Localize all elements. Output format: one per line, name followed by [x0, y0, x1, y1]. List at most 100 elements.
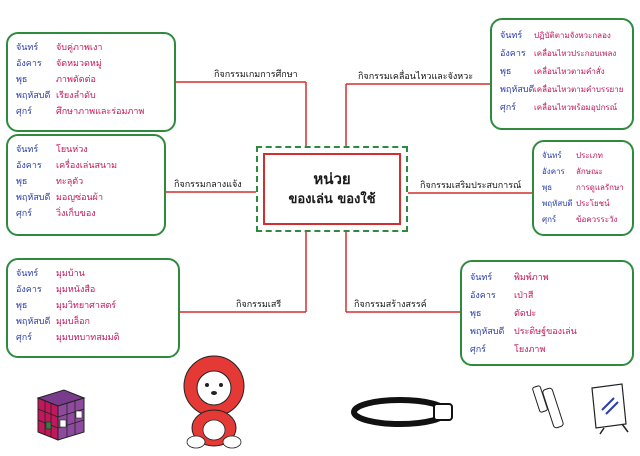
- activity-text: ลักษณะ: [576, 167, 603, 176]
- activity-text: เครื่องเล่นสนาม: [56, 161, 118, 171]
- activity-text: มุมหนังสือ: [56, 285, 96, 295]
- day-label: พฤหัสบดี: [542, 199, 573, 208]
- comb-and-mirror-icon: [532, 383, 629, 435]
- branch-label-educational-games: กิจกรรมเกมการศึกษา: [214, 70, 298, 80]
- activity-text: ทะลุตัว: [56, 177, 84, 187]
- day-label: พุธ: [542, 183, 553, 192]
- box-experience: จันทร์ ประเภท อังคาร ลักษณะ พุธการดูแลรักษ…: [532, 140, 634, 236]
- day-label: พุธ: [16, 177, 28, 187]
- day-label: จันทร์: [16, 145, 39, 155]
- activity-text: ตัดปะ: [514, 309, 537, 319]
- day-label: ศุกร์: [542, 215, 557, 224]
- central-title: หน่วย: [313, 170, 351, 188]
- activity-text: ศึกษาภาพและร่อมภาพ: [56, 107, 145, 117]
- activity-text: โยนห่วง: [56, 145, 88, 155]
- schedule-row: พฤหัสบดีเคลื่อนไหวตามคำบรรยาย: [500, 82, 628, 100]
- schedule-row: จันทร์ พิมพ์ภาพ: [470, 270, 628, 288]
- schedule-row: อังคาร มุมหนังสือ: [16, 282, 174, 298]
- day-label: จันทร์: [500, 31, 523, 41]
- activity-text: มุมบล็อก: [56, 317, 90, 327]
- schedule-row: ศุกร์มุมบทบาทสมมติ: [16, 330, 174, 346]
- day-label: พุธ: [500, 67, 512, 77]
- schedule-row: ศุกร์ข้อควรระวัง: [542, 212, 628, 228]
- day-label: จันทร์: [470, 273, 493, 283]
- schedule-row: ศุกร์ เคลื่อนไหวพร้อมอุปกรณ์: [500, 100, 628, 118]
- activity-text: เรียงลำดับ: [56, 91, 96, 101]
- schedule-row: พุธ ภาพตัดต่อ: [16, 72, 170, 88]
- schedule-row: พุธเคลื่อนไหวตามคำสั่ง: [500, 64, 628, 82]
- activity-text: ประเภท: [576, 151, 603, 160]
- day-label: พฤหัสบดี: [16, 193, 51, 203]
- day-label: ศุกร์: [500, 103, 516, 113]
- schedule-row: พฤหัสบดี มอญซ่อนผ้า: [16, 190, 160, 206]
- activity-text: จัดหมวดหมู่: [56, 59, 102, 69]
- schedule-row: จันทร์ ประเภท: [542, 148, 628, 164]
- activity-text: ปฏิบัติตามจังหวะกลอง: [534, 31, 611, 40]
- day-label: พุธ: [16, 75, 28, 85]
- day-label: ศุกร์: [470, 345, 486, 355]
- schedule-row: จันทร์ โยนห่วง: [16, 142, 160, 158]
- activity-text: ภาพตัดต่อ: [56, 75, 96, 85]
- box-free-play: จันทร์มุมบ้าน อังคารมุมหนังสือ พุธมุมวิท…: [6, 258, 180, 358]
- schedule-row: พฤหัสบดี ประดิษฐ์ของเล่น: [470, 324, 628, 342]
- branch-label-free-play: กิจกรรมเสรี: [236, 300, 282, 310]
- schedule-row: ศุกร์ โยงภาพ: [470, 342, 628, 360]
- box-creative: จันทร์ พิมพ์ภาพ อังคาร เป่าสี พุธ ตัดปะ พฤห…: [460, 260, 634, 366]
- day-label: ศุกร์: [16, 107, 32, 117]
- day-label: ศุกร์: [16, 209, 32, 219]
- schedule-row: พุธ ตัดปะ: [470, 306, 628, 324]
- branch-label-creative: กิจกรรมสร้างสรรค์: [354, 300, 427, 310]
- schedule-row: อังคาร เครื่องเล่นสนาม: [16, 158, 160, 174]
- activity-text: โยงภาพ: [514, 345, 546, 355]
- schedule-row: พฤหัสบดี มุมบล็อก: [16, 314, 174, 330]
- schedule-row: ศุกร์ ศึกษาภาพและร่อมภาพ: [16, 104, 170, 120]
- schedule-row: พุธการดูแลรักษา: [542, 180, 628, 196]
- schedule-row: อังคาร เป่าสี: [470, 288, 628, 306]
- activity-text: ประดิษฐ์ของเล่น: [514, 327, 577, 337]
- activity-text: เคลื่อนไหวพร้อมอุปกรณ์: [534, 103, 618, 112]
- day-label: อังคาร: [500, 49, 526, 59]
- central-subtitle: ของเล่น ของใช้: [288, 192, 376, 207]
- branch-label-experience: กิจกรรมเสริมประสบการณ์: [420, 181, 522, 191]
- day-label: อังคาร: [16, 285, 42, 295]
- activity-text: เคลื่อนไหวประกอบเพลง: [534, 49, 617, 58]
- day-label: พุธ: [16, 301, 28, 311]
- schedule-row: อังคาร ลักษณะ: [542, 164, 628, 180]
- schedule-row: อังคาร เคลื่อนไหวประกอบเพลง: [500, 46, 628, 64]
- schedule-row: ศุกร์ วิ่งเก็บของ: [16, 206, 160, 222]
- branch-label-movement-rhythm: กิจกรรมเคลื่อนไหวและจังหวะ: [358, 72, 474, 82]
- schedule-row: อังคาร จัดหมวดหมู่: [16, 56, 170, 72]
- activity-text: พิมพ์ภาพ: [514, 273, 549, 283]
- day-label: อังคาร: [16, 161, 42, 171]
- day-label: พฤหัสบดี: [16, 317, 51, 327]
- day-label: อังคาร: [542, 167, 565, 176]
- central-topic: หน่วย ของเล่น ของใช้: [256, 146, 408, 232]
- schedule-row: จันทร์ ปฏิบัติตามจังหวะกลอง: [500, 28, 628, 46]
- day-label: ศุกร์: [16, 333, 32, 343]
- day-label: จันทร์: [542, 151, 562, 160]
- day-label: พุธ: [470, 309, 482, 319]
- day-label: พฤหัสบดี: [16, 91, 51, 101]
- schedule-row: พฤหัสบดี เรียงลำดับ: [16, 88, 170, 104]
- day-label: อังคาร: [470, 291, 496, 301]
- activity-text: วิ่งเก็บของ: [56, 209, 96, 219]
- activity-text: มอญซ่อนผ้า: [56, 193, 103, 203]
- day-label: อังคาร: [16, 59, 42, 69]
- activity-text: เคลื่อนไหวตามคำบรรยาย: [534, 85, 624, 94]
- day-label: พฤหัสบดี: [500, 85, 535, 95]
- schedule-row: พุธ มุมวิทยาศาสตร์: [16, 298, 174, 314]
- box-educational-games: จันทร์ จับคู่ภาพเงา อังคาร จัดหมวดหมู่ พุธ…: [6, 32, 176, 132]
- activity-text: ประโยชน์: [576, 199, 610, 208]
- box-movement-rhythm: จันทร์ปฏิบัติตามจังหวะกลอง อังคารเคลื่อน…: [490, 18, 634, 130]
- day-label: จันทร์: [16, 269, 39, 279]
- schedule-row: พุธ ทะลุตัว: [16, 174, 160, 190]
- headband-icon: [351, 397, 453, 427]
- branch-label-outdoor: กิจกรรมกลางแจ้ง: [174, 180, 242, 190]
- day-label: จันทร์: [16, 43, 39, 53]
- day-label: พฤหัสบดี: [470, 327, 505, 337]
- activity-text: เป่าสี: [514, 291, 534, 301]
- activity-text: จับคู่ภาพเงา: [56, 43, 103, 53]
- schedule-row: พฤหัสบดีประโยชน์: [542, 196, 628, 212]
- activity-text: มุมวิทยาศาสตร์: [56, 301, 117, 311]
